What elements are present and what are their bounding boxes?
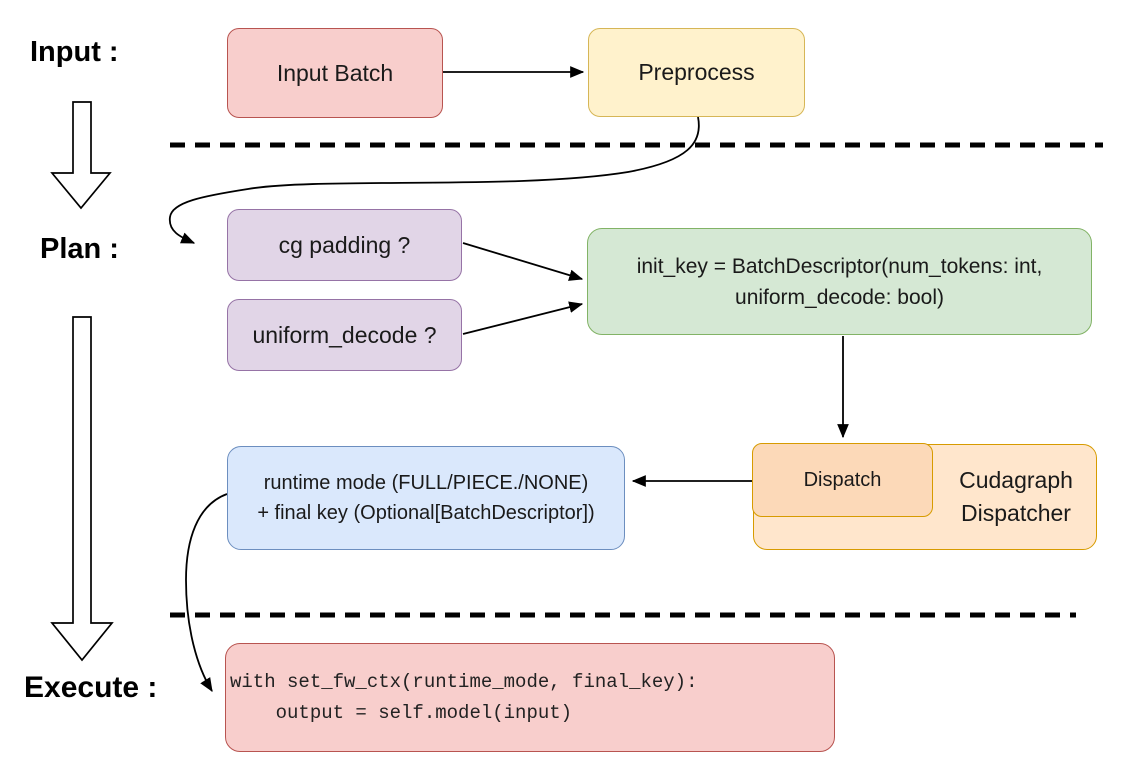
cudagraph-label-line2: Dispatcher (961, 500, 1071, 526)
execute-code-line2: output = self.model(input) (230, 701, 573, 724)
node-uniform-decode: uniform_decode ? (227, 299, 462, 371)
stage-label-input: Input : (30, 36, 119, 68)
stage-arrow-plan-to-execute (50, 316, 114, 662)
node-runtime-mode: runtime mode (FULL/PIECE./NONE) + final … (227, 446, 625, 550)
node-cudagraph-dispatcher-label: Cudagraph Dispatcher (934, 445, 1098, 549)
arrow-cgpadding-to-initkey (462, 242, 584, 281)
node-runtime-mode-line1: runtime mode (FULL/PIECE./NONE) (263, 472, 589, 494)
node-runtime-mode-line2: + final key (Optional[BatchDescriptor]) (257, 502, 595, 524)
stage-label-execute: Execute : (24, 671, 158, 704)
stage-arrow-input-to-plan (50, 101, 112, 210)
execute-code-line1: with set_fw_ctx(runtime_mode, final_key)… (230, 670, 698, 693)
node-execute-code: with set_fw_ctx(runtime_mode, final_key)… (225, 643, 835, 752)
node-input-batch-label: Input Batch (276, 59, 394, 86)
stage-label-plan: Plan : (40, 233, 119, 265)
node-cg-padding: cg padding ? (227, 209, 462, 281)
cudagraph-label-line1: Cudagraph (959, 467, 1073, 493)
node-preprocess: Preprocess (588, 28, 805, 117)
arrow-uniformdecode-to-initkey (462, 301, 584, 335)
node-uniform-decode-label: uniform_decode ? (252, 321, 437, 348)
node-preprocess-label: Preprocess (638, 59, 755, 86)
arrow-runtimemode-to-execute (185, 493, 228, 692)
node-dispatch-label: Dispatch (803, 468, 882, 491)
node-input-batch: Input Batch (227, 28, 443, 118)
node-cg-padding-label: cg padding ? (278, 231, 411, 258)
arrow-preprocess-to-cgpadding (168, 116, 700, 244)
node-dispatch: Dispatch (752, 443, 933, 517)
node-init-key-line1: init_key = BatchDescriptor(num_tokens: i… (636, 254, 1043, 278)
node-init-key: init_key = BatchDescriptor(num_tokens: i… (587, 228, 1092, 335)
node-init-key-line2: uniform_decode: bool) (735, 285, 944, 309)
